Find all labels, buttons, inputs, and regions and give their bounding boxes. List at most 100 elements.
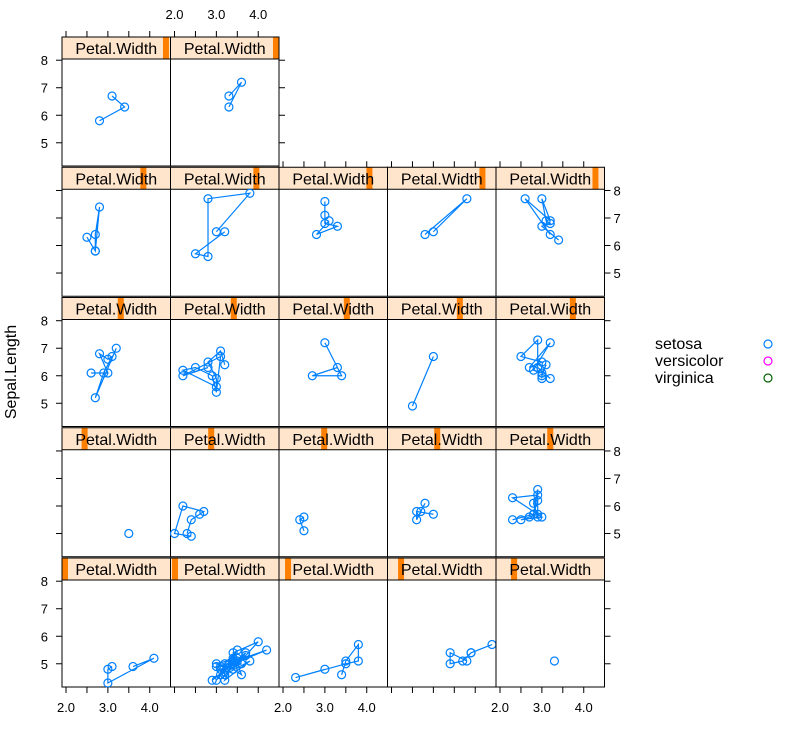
data-point bbox=[428, 227, 438, 237]
data-point bbox=[241, 650, 251, 661]
data-point bbox=[545, 216, 555, 226]
data-point bbox=[412, 506, 422, 517]
data-point bbox=[428, 351, 438, 362]
data-point bbox=[253, 637, 263, 647]
strip-label: Petal.Width bbox=[75, 171, 157, 188]
shingle-level-bar bbox=[81, 427, 88, 450]
y-tick-label: 7 bbox=[41, 602, 48, 617]
shingle-level-bar bbox=[569, 297, 576, 320]
panel: Petal.Width bbox=[170, 166, 280, 297]
panel: Petal.Width bbox=[61, 427, 171, 558]
strip-label: Petal.Width bbox=[184, 562, 266, 579]
strip-background bbox=[279, 427, 388, 450]
data-point bbox=[554, 235, 564, 245]
data-point bbox=[416, 506, 426, 517]
strip-background bbox=[279, 167, 388, 190]
data-point bbox=[94, 202, 105, 212]
shingle-level-bar bbox=[62, 558, 68, 580]
data-point bbox=[290, 672, 301, 683]
y-tick-label: 6 bbox=[614, 499, 621, 514]
data-point bbox=[90, 246, 100, 256]
data-point bbox=[111, 343, 121, 353]
data-point bbox=[353, 656, 363, 666]
data-point bbox=[516, 515, 526, 525]
y-tick-label: 7 bbox=[614, 211, 621, 226]
panel: Petal.Width bbox=[387, 297, 497, 427]
data-point bbox=[341, 656, 351, 666]
legend-marker bbox=[763, 373, 773, 383]
data-point bbox=[420, 229, 430, 240]
strip-background bbox=[496, 297, 605, 320]
shingle-level-bar bbox=[285, 558, 292, 580]
y-tick-label: 5 bbox=[614, 266, 621, 281]
panel: Petal.Width bbox=[387, 557, 497, 688]
y-tick-label: 5 bbox=[41, 136, 48, 151]
data-point bbox=[203, 251, 213, 262]
strip-background bbox=[62, 427, 171, 450]
x-tick-label: 4.0 bbox=[249, 7, 267, 22]
strip-label: Petal.Width bbox=[292, 171, 374, 188]
data-point bbox=[307, 371, 317, 381]
series-line bbox=[295, 642, 359, 679]
strip-label: Petal.Width bbox=[509, 171, 591, 188]
data-point bbox=[537, 194, 547, 204]
strip-label: Petal.Width bbox=[509, 302, 591, 319]
data-point bbox=[241, 648, 251, 658]
strip-background bbox=[496, 167, 605, 190]
y-tick-label: 7 bbox=[41, 341, 48, 356]
legend-label: virginica bbox=[655, 370, 714, 387]
data-point bbox=[103, 354, 113, 364]
data-point bbox=[103, 664, 113, 674]
series-line bbox=[312, 342, 343, 377]
strip-label: Petal.Width bbox=[401, 171, 483, 188]
data-point bbox=[533, 335, 543, 345]
strip-background bbox=[279, 558, 388, 580]
strip-label: Petal.Width bbox=[184, 171, 266, 188]
y-tick-label: 6 bbox=[41, 629, 48, 644]
strip-label: Petal.Width bbox=[509, 562, 591, 579]
data-point bbox=[82, 232, 92, 242]
panel-border bbox=[495, 166, 605, 297]
strip-label: Petal.Width bbox=[292, 302, 374, 319]
data-point bbox=[182, 528, 192, 539]
data-point bbox=[353, 639, 363, 650]
series-line bbox=[173, 505, 206, 537]
shingle-level-bar bbox=[162, 37, 169, 59]
strip-label: Petal.Width bbox=[75, 562, 157, 579]
shingle-level-bar bbox=[398, 558, 405, 580]
panel: Petal.Width bbox=[495, 557, 605, 688]
data-point bbox=[224, 102, 234, 112]
y-tick-label: 8 bbox=[41, 53, 48, 68]
strip-background bbox=[387, 427, 496, 450]
data-point bbox=[245, 188, 255, 198]
data-point bbox=[94, 116, 105, 126]
shingle-level-bar bbox=[117, 297, 124, 320]
strip-label: Petal.Width bbox=[509, 432, 591, 449]
strip-background bbox=[170, 427, 279, 450]
series-line bbox=[411, 356, 434, 407]
data-point bbox=[207, 371, 217, 381]
data-point bbox=[211, 382, 221, 392]
panel-border bbox=[170, 36, 280, 167]
data-point bbox=[537, 221, 547, 231]
strip-label: Petal.Width bbox=[292, 562, 374, 579]
strip-label: Petal.Width bbox=[401, 432, 483, 449]
panel-border bbox=[495, 297, 605, 427]
series-line bbox=[316, 201, 340, 236]
data-point bbox=[195, 509, 205, 519]
shingle-level-bar bbox=[547, 427, 554, 450]
data-point bbox=[186, 515, 196, 525]
data-point bbox=[211, 387, 221, 397]
data-point bbox=[128, 661, 138, 672]
data-point bbox=[420, 498, 430, 508]
strip-label: Petal.Width bbox=[184, 41, 266, 58]
x-tick-label: 3.0 bbox=[533, 700, 551, 715]
data-point bbox=[86, 368, 96, 378]
shingle-level-bar bbox=[456, 297, 463, 320]
data-point bbox=[203, 362, 213, 373]
y-tick-label: 6 bbox=[614, 239, 621, 254]
shingle-level-bar bbox=[479, 167, 486, 190]
data-point bbox=[507, 493, 518, 503]
